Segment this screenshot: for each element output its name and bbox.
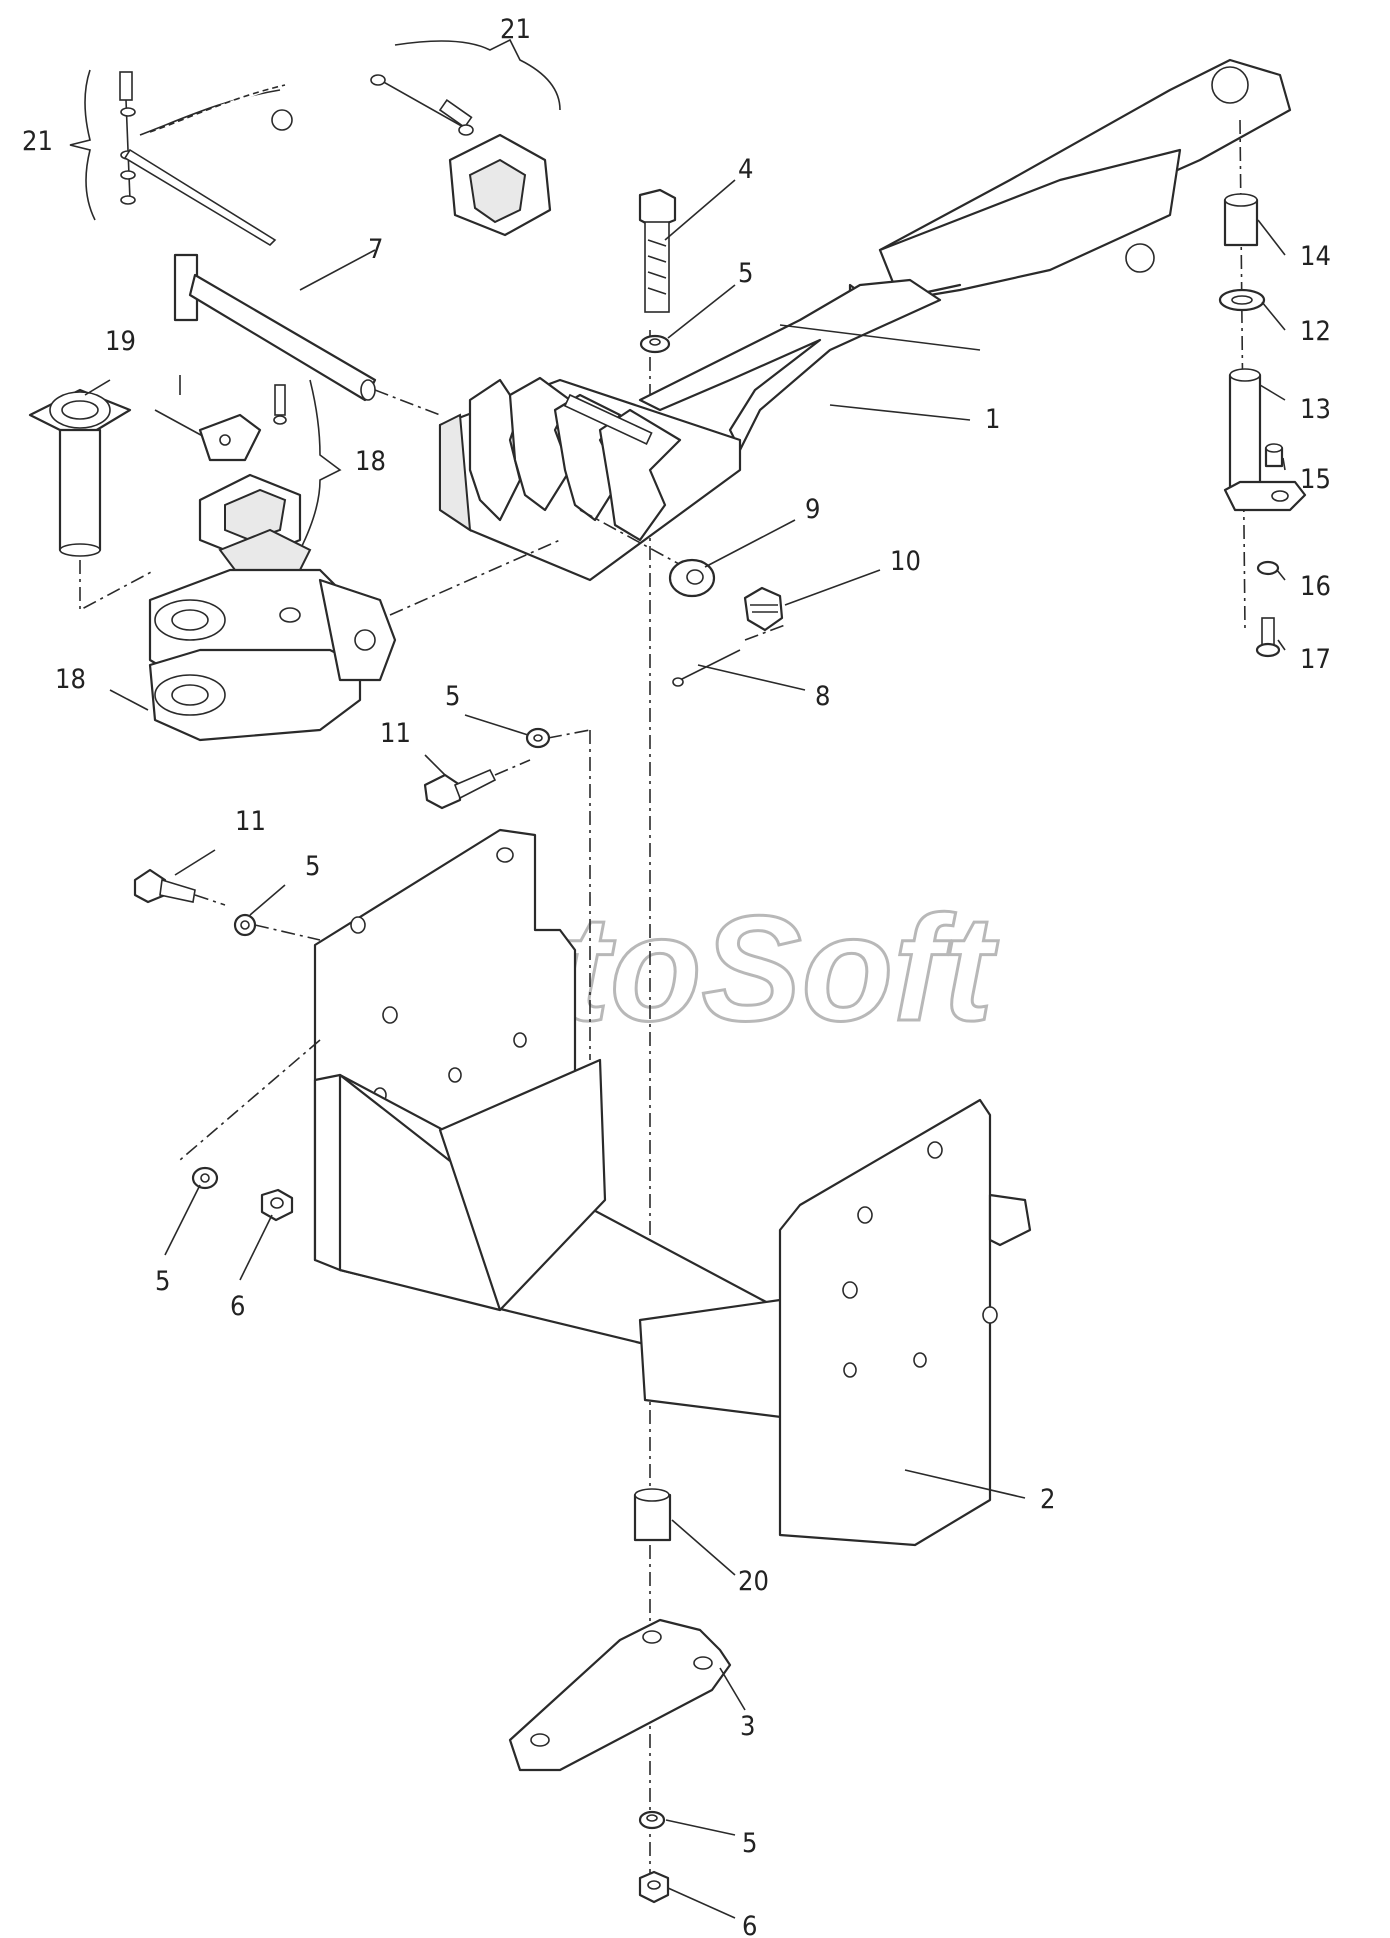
part-5-washer-left: [191, 1166, 219, 1190]
callout-11-upper: 11: [380, 718, 411, 749]
callout-5-top: 5: [738, 258, 753, 289]
callout-16: 16: [1300, 571, 1331, 602]
callout-20: 20: [738, 1566, 769, 1597]
part-5-washer-mid-upper: [525, 727, 591, 1060]
callout-labels: 1 2 3 4 5 5 5 5 5 6 6 7 8 9 10 11 11 12 …: [22, 14, 1331, 1938]
callout-2: 2: [1040, 1484, 1055, 1515]
callout-11-lower: 11: [235, 806, 266, 837]
callout-14: 14: [1300, 241, 1331, 272]
callout-13: 13: [1300, 394, 1331, 425]
part-14-bushing: [1223, 193, 1259, 247]
part-12-washer: [1218, 288, 1266, 312]
callout-7: 7: [368, 234, 383, 265]
callout-21-left: 21: [22, 126, 53, 157]
callout-3: 3: [740, 1711, 755, 1742]
callout-17: 17: [1300, 644, 1331, 675]
callout-18-upper: 18: [355, 446, 386, 477]
callout-10: 10: [890, 546, 921, 577]
part-5-washer-mid-lower: [233, 913, 321, 941]
callout-9: 9: [805, 494, 820, 525]
part-21-pin-chain-group: [69, 69, 293, 247]
part-19-hitch-pin: [28, 388, 156, 612]
callout-6-bottom: 6: [742, 1911, 757, 1938]
part-9-washer: [668, 558, 716, 598]
part-5-washer-bottom: [638, 1810, 666, 1830]
part-10-castle-nut: [743, 586, 784, 632]
part-11-bolt-lower: [133, 868, 226, 906]
part-1-drawbar: [638, 58, 1292, 452]
callout-4: 4: [738, 154, 753, 185]
part-20-spacer: [633, 1488, 672, 1542]
part-18-hitch-lower: [148, 528, 561, 742]
callout-5-bottom: 5: [742, 1828, 757, 1859]
callout-21-top: 21: [500, 14, 531, 45]
part-7-pin: [173, 253, 441, 416]
leader-lines: [84, 179, 1286, 1919]
part-5-washer-top: [639, 334, 671, 354]
part-18-bracket-upper: [154, 375, 342, 562]
callout-1: 1: [985, 404, 1000, 435]
part-15-spacer: [1264, 443, 1284, 468]
callout-8: 8: [815, 681, 830, 712]
part-21-latch-group: [370, 38, 561, 237]
callout-15: 15: [1300, 464, 1331, 495]
callout-12: 12: [1300, 316, 1331, 347]
part-8-cotter-pin: [672, 624, 786, 687]
part-16-washer: [1256, 560, 1280, 576]
callout-5-mid-upper: 5: [445, 681, 460, 712]
part-6-nut-left: [260, 1188, 294, 1222]
part-retainer-plate: [1223, 480, 1307, 512]
part-3-plate: [508, 1618, 732, 1772]
callout-5-left: 5: [155, 1266, 170, 1297]
callout-19: 19: [105, 326, 136, 357]
callout-18-lower: 18: [55, 664, 86, 695]
part-13-pin: [1228, 368, 1262, 492]
part-11-bolt-upper: [423, 759, 531, 810]
part-2-frame: [179, 828, 1032, 1547]
callout-6-left: 6: [230, 1291, 245, 1322]
part-4-bolt: [638, 188, 677, 313]
part-1-clevis-block: [438, 376, 742, 582]
part-17-bolt: [1255, 617, 1281, 658]
part-6-nut-bottom: [638, 1870, 670, 1904]
callout-5-mid-lower: 5: [305, 851, 320, 882]
